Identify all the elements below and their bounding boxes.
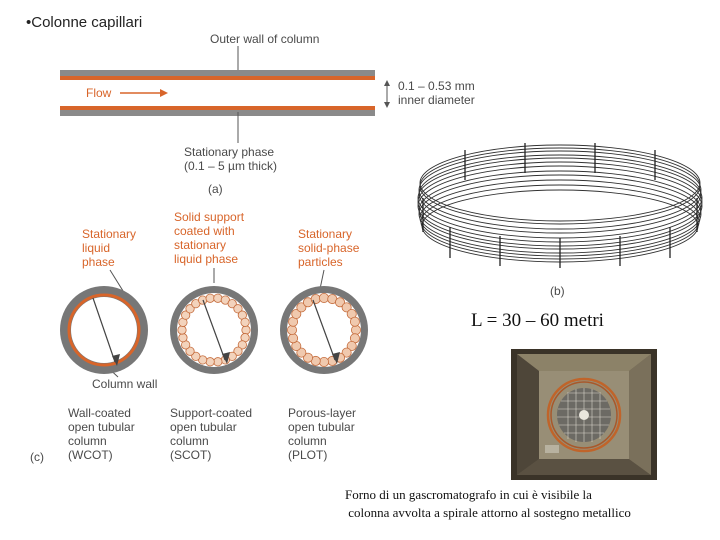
flow-label: Flow: [86, 86, 112, 100]
wcot-bottom-label: Wall-coated open tubular column (WCOT): [68, 406, 135, 462]
particle: [191, 351, 201, 361]
column-tube: [60, 70, 375, 116]
plot-top-label: Stationary solid-phase particles: [298, 227, 360, 269]
flow-arrow-head: [160, 89, 168, 97]
particle: [349, 316, 360, 327]
particle: [296, 347, 307, 358]
particle: [240, 317, 250, 327]
particle: [318, 356, 329, 367]
particle: [334, 297, 345, 308]
particle: [205, 357, 215, 367]
particle: [296, 302, 307, 313]
scot-bottom-label: Support-coated open tubular column (SCOT…: [170, 406, 253, 462]
stationary-phase-label-line2: (0.1 – 5 µm thick): [184, 159, 277, 173]
scot-top-label: Solid support coated with stationary liq…: [174, 210, 245, 266]
coiled-column-illustration: [417, 143, 703, 268]
particle: [205, 293, 215, 303]
particle: [185, 346, 195, 356]
particle: [341, 302, 352, 313]
particle: [181, 310, 191, 320]
slide-title: •Colonne capillari: [26, 14, 143, 31]
diameter-label-line1: 0.1 – 0.53 mm: [398, 79, 475, 93]
outer-wall-top: [60, 70, 375, 76]
oven-caption-line2: colonna avvolta a spirale attorno al sos…: [345, 505, 631, 520]
particle: [241, 325, 251, 335]
column-length-label: L = 30 – 60 metri: [471, 310, 604, 331]
particle: [233, 304, 243, 314]
particle: [177, 325, 187, 335]
particle: [178, 333, 188, 343]
outer-wall-label: Outer wall of column: [210, 32, 320, 46]
particle: [350, 324, 361, 335]
particle: [233, 346, 243, 356]
plot-bottom-label: Porous-layer open tubular column (PLOT): [288, 406, 357, 462]
particle: [237, 340, 247, 350]
wcot-top-label: Stationary liquid phase: [82, 227, 137, 269]
particle: [302, 352, 313, 363]
particle: [185, 304, 195, 314]
column-wall-label: Column wall: [92, 377, 158, 391]
oven-caption-line1: Forno di un gascromatografo in cui è vis…: [345, 487, 592, 502]
particle: [318, 292, 329, 303]
panel-a-label: (a): [208, 182, 223, 196]
stationary-phase-bottom: [60, 106, 375, 110]
panel-b-label: (b): [550, 284, 565, 298]
particle: [286, 324, 297, 335]
particle: [288, 333, 299, 344]
plot-cross-section: [280, 286, 368, 374]
particle: [227, 299, 237, 309]
scot-cross-section: [170, 286, 258, 374]
particle: [213, 357, 223, 367]
diameter-label-line2: inner diameter: [398, 93, 475, 107]
particle: [310, 294, 321, 305]
particle: [213, 293, 223, 303]
gc-oven-photo: [511, 349, 657, 480]
panel-c-label: (c): [30, 450, 44, 464]
outer-wall-bottom: [60, 110, 375, 116]
particle: [291, 308, 302, 319]
particle: [198, 295, 208, 305]
particle: [346, 340, 357, 351]
wcot-cross-section: [60, 286, 148, 374]
stationary-phase-top: [60, 76, 375, 80]
stationary-phase-label-line1: Stationary phase: [184, 145, 275, 159]
particle: [341, 347, 352, 358]
